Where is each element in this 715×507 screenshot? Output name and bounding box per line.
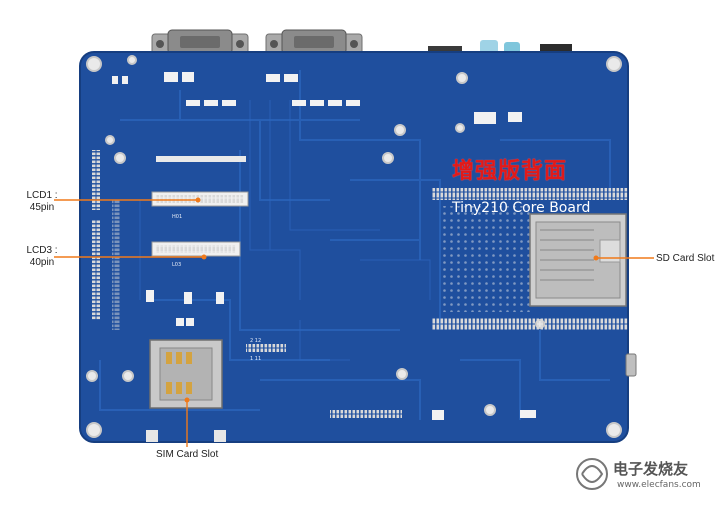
pin-number-label-b: 1 11: [250, 356, 261, 362]
callout-lcd1-pins: 45pin: [29, 202, 55, 213]
test-pads: [146, 430, 226, 442]
core-header-bottom: [432, 318, 628, 330]
sim-card-slot: [149, 339, 223, 409]
board-heading-chinese: 增强版背面: [452, 159, 568, 184]
callout-lcd1: LCD1 : 45pin: [12, 190, 72, 214]
pcb-traces: [99, 70, 611, 420]
small-header-a: [246, 344, 286, 352]
lcd3-connector: [151, 241, 241, 257]
callout-lcd3-name: LCD3 :: [26, 245, 58, 256]
sd-card-slot: [529, 213, 627, 307]
lcd1-silkscreen: H01: [172, 214, 182, 220]
board-title: Tiny210 Core Board: [452, 200, 591, 216]
callout-sim-card: SIM Card Slot: [156, 449, 219, 460]
side-button: [625, 353, 637, 377]
component-pads: [112, 72, 536, 420]
watermark-text: 电子发烧友: [613, 460, 689, 478]
small-header-b: [330, 410, 402, 418]
callout-lcd3: LCD3 : 40pin: [12, 245, 72, 269]
lcd3-silkscreen: L03: [172, 262, 181, 268]
pin-number-label-a: 2 12: [250, 338, 261, 344]
callout-lcd3-pins: 40pin: [29, 257, 55, 268]
callout-lcd1-name: LCD1 :: [26, 190, 58, 201]
watermark: 电子发烧友 www.elecfans.com: [575, 458, 705, 498]
edge-pins-left-b: [92, 220, 100, 320]
edge-pins-left-c: [112, 200, 120, 330]
core-via-grid: [440, 206, 530, 312]
callout-sd-card: SD Card Slot: [656, 253, 715, 264]
db9-connector-right: [265, 29, 363, 55]
watermark-logo: [576, 458, 608, 490]
core-header-top: [432, 188, 628, 200]
watermark-url: www.elecfans.com: [617, 480, 701, 490]
lcd-stiffener-bar: [156, 156, 246, 162]
db9-connector-left: [151, 29, 249, 55]
mounting-holes: [86, 55, 622, 438]
callout-leaders: [54, 199, 654, 447]
edge-pins-left-a: [92, 150, 100, 210]
